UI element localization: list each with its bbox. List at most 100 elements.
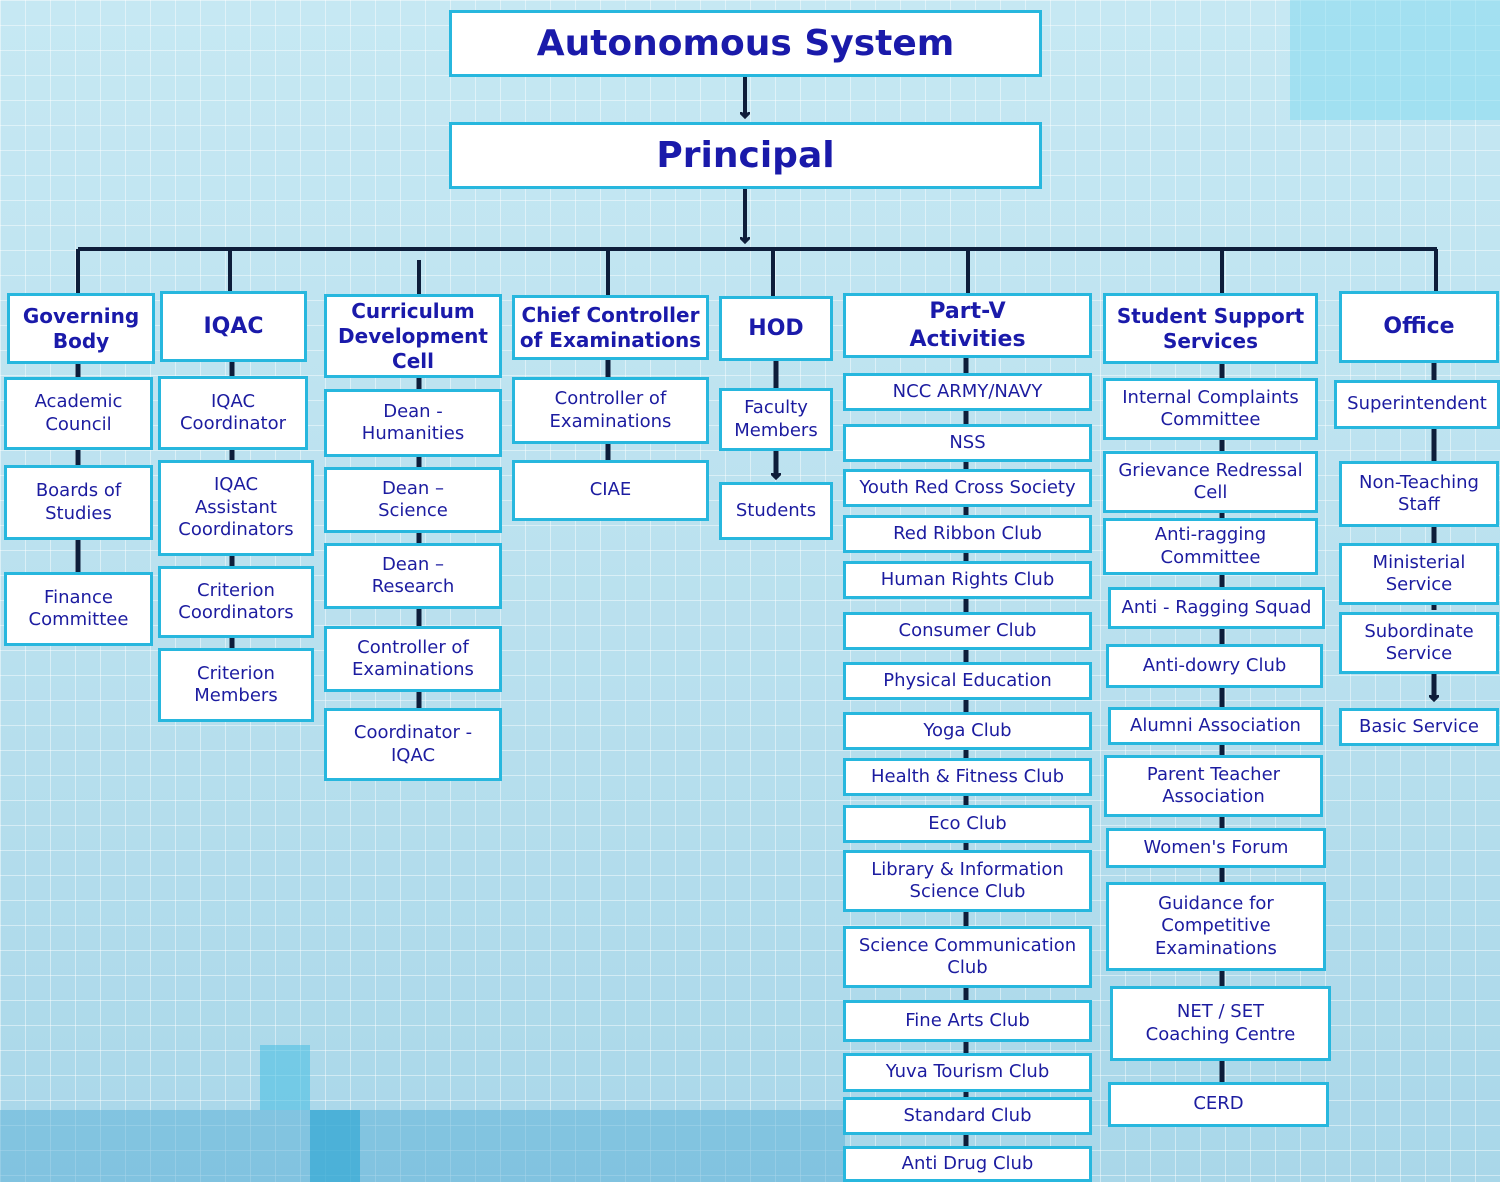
library-information-science-club-box: Library & Information Science Club (843, 850, 1092, 912)
principal-box: Principal (449, 122, 1042, 189)
item-label: Internal Complaints Committee (1122, 386, 1299, 431)
item-label: Library & Information Science Club (871, 858, 1064, 903)
chief-controller-header: Chief Controller of Examinations (512, 295, 709, 360)
alumni-association-box: Alumni Association (1108, 707, 1323, 745)
item-label: Criterion Members (194, 662, 278, 707)
background-tile (260, 1045, 310, 1110)
health-fitness-club-box: Health & Fitness Club (843, 758, 1092, 796)
anti-ragging-squad-box: Anti - Ragging Squad (1108, 587, 1325, 629)
item-label: Criterion Coordinators (178, 579, 294, 624)
item-label: Controller of Examinations (549, 388, 672, 432)
item-label: Physical Education (883, 669, 1052, 691)
dean-humanities-box: Dean - Humanities (324, 389, 502, 457)
item-label: Health & Fitness Club (870, 765, 1065, 787)
header-label: Part-V Activities (909, 299, 1026, 352)
finance-committee-box: Finance Committee (4, 572, 153, 646)
item-label: Academic Council (34, 391, 123, 435)
eco-club-box: Eco Club (843, 805, 1092, 843)
item-label: Anti Drug Club (901, 1152, 1034, 1174)
internal-complaints-committee-box: Internal Complaints Committee (1103, 378, 1318, 440)
students-box: Students (719, 482, 833, 540)
subordinate-service-box: Subordinate Service (1339, 612, 1499, 674)
item-label: NET / SET Coaching Centre (1145, 1001, 1296, 1045)
item-label: Subordinate Service (1364, 620, 1474, 665)
yoga-club-box: Yoga Club (843, 712, 1092, 750)
coordinator-iqac-box: Coordinator - IQAC (324, 708, 502, 781)
item-label: Human Rights Club (880, 568, 1055, 590)
non-teaching-staff-box: Non-Teaching Staff (1339, 461, 1499, 527)
ciae-box: CIAE (512, 460, 709, 521)
faculty-members-box: Faculty Members (719, 388, 833, 451)
principal-label: Principal (656, 135, 835, 176)
standard-club-box: Standard Club (843, 1097, 1092, 1135)
item-label: Parent Teacher Association (1146, 763, 1281, 808)
header-label: Curriculum Development Cell (338, 298, 488, 373)
item-label: CERD (1193, 1093, 1244, 1115)
item-label: Basic Service (1359, 715, 1479, 737)
item-label: Controller of Examinations (352, 636, 474, 681)
office-header: Office (1339, 291, 1499, 363)
yuva-tourism-club-box: Yuva Tourism Club (843, 1053, 1092, 1092)
parent-teacher-association-box: Parent Teacher Association (1104, 755, 1323, 817)
item-label: Youth Red Cross Society (859, 476, 1076, 498)
item-label: IQAC Assistant Coordinators (178, 474, 294, 541)
item-label: Coordinator - IQAC (353, 722, 473, 766)
iqac-coordinator-box: IQAC Coordinator (158, 376, 308, 450)
physical-education-box: Physical Education (843, 662, 1092, 700)
student-support-services-header: Student Support Services (1103, 293, 1318, 364)
header-label: Governing Body (22, 303, 140, 353)
autonomous-system-box: Autonomous System (449, 10, 1042, 77)
ministerial-service-box: Ministerial Service (1339, 543, 1499, 605)
science-communication-club-box: Science Communication Club (843, 926, 1092, 988)
iqac-assistant-coordinators-box: IQAC Assistant Coordinators (158, 460, 314, 556)
criterion-members-box: Criterion Members (158, 648, 314, 722)
dean-research-box: Dean – Research (324, 543, 502, 609)
human-rights-club-box: Human Rights Club (843, 561, 1092, 599)
superintendent-box: Superintendent (1334, 380, 1500, 429)
item-label: CIAE (589, 479, 632, 501)
cerd-box: CERD (1108, 1082, 1329, 1127)
part-v-activities-header: Part-V Activities (843, 293, 1092, 358)
item-label: Women's Forum (1143, 836, 1289, 858)
item-label: NSS (949, 431, 986, 453)
dean-science-box: Dean – Science (324, 467, 502, 533)
item-label: Grievance Redressal Cell (1118, 459, 1303, 504)
item-label: Ministerial Service (1372, 551, 1466, 596)
anti-ragging-committee-box: Anti-ragging Committee (1103, 518, 1318, 575)
red-ribbon-club-box: Red Ribbon Club (843, 515, 1092, 553)
academic-council-box: Academic Council (4, 377, 153, 450)
item-label: Dean – Science (378, 477, 448, 522)
item-label: Consumer Club (898, 619, 1037, 641)
anti-dowry-club-box: Anti-dowry Club (1106, 644, 1323, 688)
womens-forum-box: Women's Forum (1106, 828, 1326, 868)
item-label: Eco Club (928, 812, 1007, 834)
item-label: Science Communication Club (858, 934, 1077, 979)
background-tile (310, 1110, 360, 1182)
item-label: IQAC Coordinator (179, 390, 286, 435)
ncc-box: NCC ARMY/NAVY (843, 373, 1092, 411)
item-label: Non-Teaching Staff (1359, 471, 1479, 516)
net-set-coaching-centre-box: NET / SET Coaching Centre (1110, 986, 1331, 1061)
criterion-coordinators-box: Criterion Coordinators (158, 566, 314, 638)
item-label: Superintendent (1347, 393, 1487, 415)
controller-of-examinations-box: Controller of Examinations (324, 626, 502, 692)
item-label: Anti - Ragging Squad (1121, 596, 1312, 618)
iqac-header: IQAC (160, 291, 307, 362)
item-label: Standard Club (903, 1104, 1032, 1126)
header-label: Chief Controller of Examinations (519, 302, 702, 352)
grievance-redressal-cell-box: Grievance Redressal Cell (1103, 451, 1318, 513)
item-label: Guidance for Competitive Examinations (1155, 892, 1277, 959)
item-label: NCC ARMY/NAVY (892, 380, 1043, 402)
item-label: Red Ribbon Club (893, 522, 1042, 544)
governing-body-header: Governing Body (7, 293, 155, 364)
fine-arts-club-box: Fine Arts Club (843, 1000, 1092, 1042)
item-label: Anti-ragging Committee (1154, 524, 1267, 568)
item-label: Students (735, 499, 817, 521)
background-tile (1290, 0, 1500, 120)
boards-of-studies-box: Boards of Studies (4, 465, 153, 540)
item-label: Boards of Studies (35, 480, 122, 524)
header-label: HOD (748, 315, 804, 341)
item-label: Dean – Research (371, 553, 455, 598)
header-label: Student Support Services (1116, 303, 1305, 353)
item-label: Faculty Members (734, 397, 818, 441)
